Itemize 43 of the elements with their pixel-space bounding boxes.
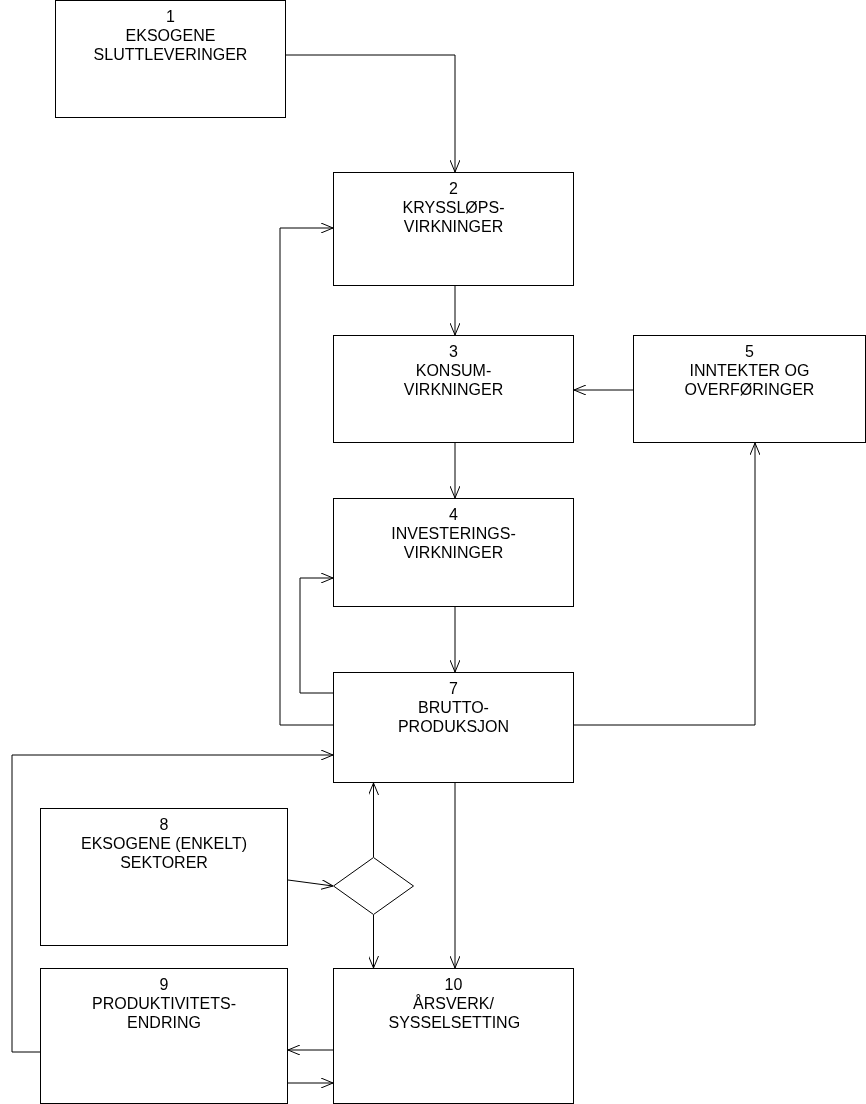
process-box — [633, 335, 866, 443]
box-number: 4 — [449, 505, 458, 524]
arrow — [449, 606, 461, 673]
arrow — [368, 782, 379, 858]
process-box — [333, 968, 574, 1104]
arrow — [299, 572, 334, 694]
box-number: 7 — [449, 679, 458, 698]
box-label: KRYSSLØPS- VIRKNINGER — [401, 198, 506, 236]
box-number: 10 — [444, 975, 463, 994]
box-number: 8 — [159, 815, 169, 834]
arrow — [573, 384, 634, 396]
arrow — [449, 442, 461, 499]
box-number: 9 — [159, 975, 169, 994]
box-label: INVESTERINGS- VIRKNINGER — [390, 524, 517, 562]
process-box — [333, 172, 574, 286]
arrow — [287, 1044, 334, 1056]
box-number: 3 — [449, 342, 458, 361]
process-box — [55, 0, 286, 118]
arrow — [368, 914, 379, 969]
process-box — [40, 808, 288, 946]
process-box — [333, 335, 574, 443]
arrow — [285, 54, 461, 173]
arrow — [279, 222, 334, 726]
process-box — [333, 498, 574, 607]
box-label: BRUTTO- PRODUKSJON — [396, 698, 511, 736]
arrow — [573, 442, 761, 726]
arrow — [449, 782, 461, 969]
decision-diamond — [333, 857, 414, 915]
arrow — [287, 878, 334, 890]
box-number: 2 — [449, 179, 458, 198]
arrow — [11, 749, 334, 1053]
box-label: EKSOGENE SLUTTLEVERINGER — [92, 26, 249, 64]
box-label: PRODUKTIVITETS- ENDRING — [91, 994, 237, 1032]
box-number: 5 — [745, 342, 754, 361]
process-box — [333, 672, 574, 783]
box-number: 1 — [166, 7, 175, 26]
box-label: INNTEKTER OG OVERFØRINGER — [683, 361, 816, 399]
box-label: ÅRSVERK/ SYSSELSETTING — [388, 994, 519, 1032]
box-label: KONSUM- VIRKNINGER — [402, 361, 505, 399]
box-label: EKSOGENE (ENKELT) SEKTORER — [80, 834, 248, 872]
arrow — [287, 1077, 334, 1089]
arrow — [449, 285, 461, 336]
process-box — [40, 968, 288, 1104]
